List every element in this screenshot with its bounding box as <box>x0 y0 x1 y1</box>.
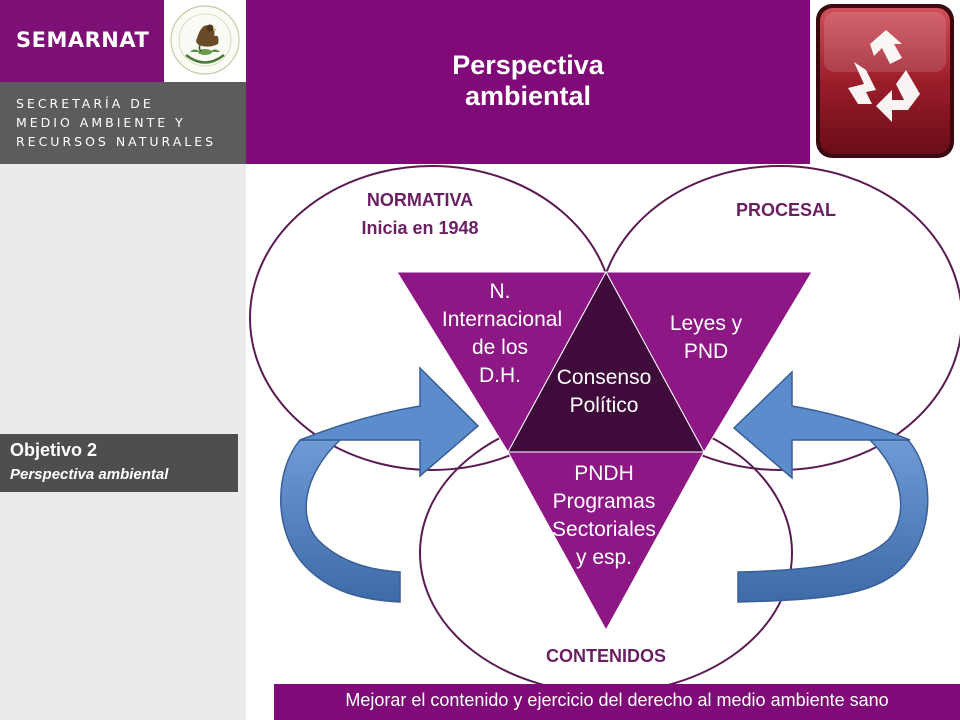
diagram-area: NORMATIVA Inicia en 1948 PROCESAL CONTEN… <box>246 164 960 694</box>
right-triangle-line: Leyes y <box>670 312 743 335</box>
recycle-icon <box>816 4 954 158</box>
right-curved-arrow <box>737 439 929 603</box>
right-arrow-head <box>732 370 911 480</box>
center-triangle-line: Político <box>570 394 639 417</box>
recycle-box <box>810 0 960 164</box>
center-triangle-line: Consenso <box>557 366 652 389</box>
bottom-triangle-line: Programas <box>553 490 656 513</box>
mexican-seal-icon <box>170 5 240 75</box>
page-title-line: Perspectiva <box>452 50 604 80</box>
right-triangle-line: PND <box>684 340 728 363</box>
secretaria-line: SECRETARÍA DE <box>16 96 154 111</box>
left-curved-arrow <box>280 439 401 603</box>
normativa-sublabel: Inicia en 1948 <box>361 218 478 238</box>
secretaria-line: RECURSOS NATURALES <box>16 134 217 149</box>
title-banner: Perspectiva ambiental <box>246 0 810 164</box>
brand-name: SEMARNAT <box>16 28 150 52</box>
normativa-label: NORMATIVA <box>367 190 473 210</box>
objective-subtitle: Perspectiva ambiental <box>10 466 169 483</box>
left-triangle-line: N. <box>490 280 511 303</box>
left-arrow-head <box>299 366 480 478</box>
objective-box: Objetivo 2 Perspectiva ambiental <box>0 434 238 492</box>
secretaria-line: MEDIO AMBIENTE Y <box>16 115 186 130</box>
footer-text: Mejorar el contenido y ejercicio del der… <box>345 690 889 710</box>
contenidos-label: CONTENIDOS <box>546 646 666 666</box>
brand-box: SEMARNAT <box>0 0 164 82</box>
bottom-triangle-line: y esp. <box>576 546 632 569</box>
bottom-triangle <box>507 451 705 632</box>
seal-box <box>164 0 246 82</box>
procesal-label: PROCESAL <box>736 200 836 220</box>
bottom-triangle-line: PNDH <box>574 462 634 485</box>
bottom-triangle-line: Sectoriales <box>552 518 656 541</box>
footer-banner: Mejorar el contenido y ejercicio del der… <box>274 684 960 720</box>
left-triangle-line: D.H. <box>479 364 521 387</box>
left-triangle-line: Internacional <box>442 308 562 331</box>
objective-title: Objetivo 2 <box>10 440 98 460</box>
left-triangle-line: de los <box>472 336 528 359</box>
secretaria-box: SECRETARÍA DE MEDIO AMBIENTE Y RECURSOS … <box>0 82 246 164</box>
page-title-line: ambiental <box>464 81 592 111</box>
